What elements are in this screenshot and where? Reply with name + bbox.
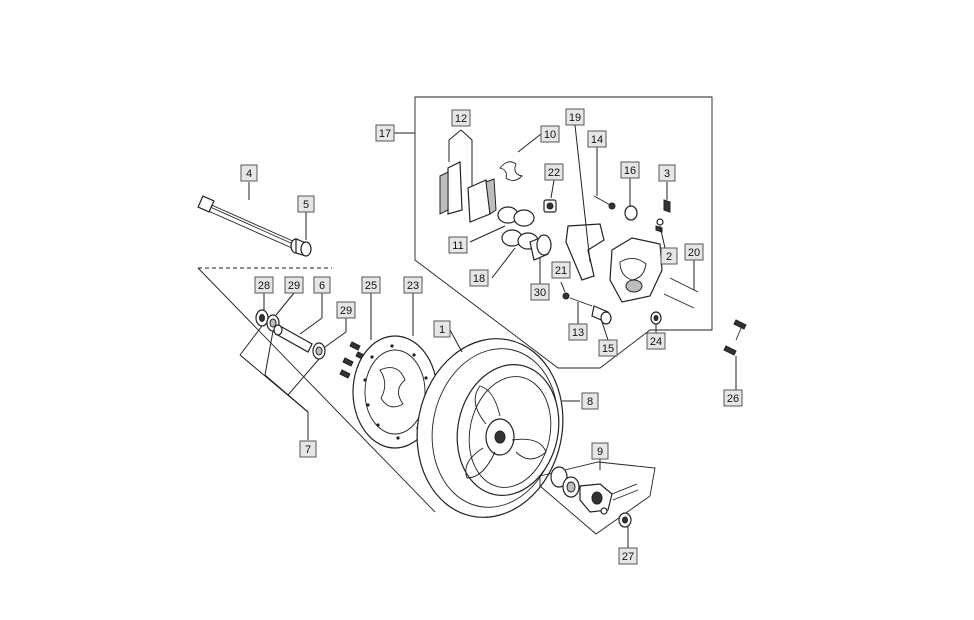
svg-text:8: 8 [587, 396, 593, 408]
callout-19: 19 [565, 108, 585, 126]
svg-text:26: 26 [727, 393, 739, 405]
callout-5: 5 [297, 195, 315, 213]
callout-9: 9 [591, 442, 609, 460]
svg-text:28: 28 [258, 280, 270, 292]
svg-text:29: 29 [340, 305, 352, 317]
axle-spacer [290, 238, 312, 257]
callout-13: 13 [568, 323, 588, 341]
svg-text:24: 24 [650, 336, 662, 348]
callout-17: 17 [375, 124, 395, 142]
svg-text:12: 12 [455, 113, 467, 125]
svg-text:1: 1 [439, 324, 445, 336]
callout-29-left: 29 [284, 276, 304, 294]
svg-text:11: 11 [452, 240, 463, 252]
callout-4: 4 [240, 164, 258, 182]
callout-29-right: 29 [336, 301, 356, 319]
svg-text:2: 2 [666, 251, 672, 263]
callout-20: 20 [684, 243, 704, 261]
svg-text:27: 27 [622, 551, 634, 563]
svg-text:5: 5 [303, 199, 309, 211]
leader-lines [239, 124, 737, 548]
callout-30: 30 [530, 283, 550, 301]
axle-nut [618, 512, 632, 528]
bearing-29-right [312, 342, 326, 360]
callout-25: 25 [361, 276, 381, 294]
bolt-15 [591, 305, 612, 325]
pin-13 [569, 297, 593, 307]
nut-24 [650, 311, 662, 325]
brake-disc [352, 335, 438, 449]
bleed-bolts [723, 319, 747, 356]
svg-text:10: 10 [544, 129, 556, 141]
svg-text:30: 30 [534, 287, 546, 299]
callout-23: 23 [403, 276, 423, 294]
svg-text:29: 29 [288, 280, 300, 292]
callout-8: 8 [581, 392, 599, 410]
callout-2: 2 [660, 247, 678, 265]
svg-text:3: 3 [664, 168, 670, 180]
washer-21 [562, 292, 570, 300]
callout-18: 18 [469, 269, 489, 287]
brake-pads [439, 161, 497, 223]
caliper-bolt-22 [543, 199, 557, 213]
svg-text:15: 15 [602, 343, 614, 355]
caliper-body [609, 237, 663, 303]
svg-text:22: 22 [548, 167, 560, 179]
guide-line-diagonal [197, 267, 436, 513]
svg-text:14: 14 [591, 134, 603, 146]
svg-text:6: 6 [319, 280, 325, 292]
caliper-assembly-outline [414, 96, 713, 369]
svg-text:7: 7 [305, 444, 311, 456]
axle [197, 195, 296, 249]
svg-text:20: 20 [688, 247, 700, 259]
callout-21: 21 [551, 261, 571, 279]
wheel-tire [416, 338, 564, 518]
svg-text:9: 9 [597, 446, 603, 458]
callout-10: 10 [540, 125, 560, 143]
spacer-tube-6 [273, 324, 313, 353]
callout-6: 6 [313, 276, 331, 294]
callout-11: 11 [448, 236, 468, 254]
piston [529, 234, 552, 261]
svg-text:13: 13 [572, 327, 584, 339]
svg-text:19: 19 [569, 112, 581, 124]
svg-text:25: 25 [365, 280, 377, 292]
svg-text:18: 18 [473, 273, 485, 285]
callout-14: 14 [587, 130, 607, 148]
speedometer-drive [539, 461, 656, 535]
bearing-28 [255, 309, 269, 327]
callout-22: 22 [544, 163, 564, 181]
dust-boot [624, 205, 638, 221]
bleed-screw [655, 199, 671, 233]
svg-text:4: 4 [246, 168, 252, 180]
callout-24: 24 [646, 332, 666, 350]
callout-3: 3 [658, 164, 676, 182]
callout-12: 12 [451, 109, 471, 127]
callout-26: 26 [723, 389, 743, 407]
callout-28: 28 [254, 276, 274, 294]
svg-text:23: 23 [407, 280, 419, 292]
svg-text:16: 16 [624, 165, 636, 177]
callout-1: 1 [433, 320, 451, 338]
slide-pin [593, 195, 616, 210]
guide-pins [663, 277, 699, 309]
caliper-bracket [565, 223, 605, 281]
callout-16: 16 [620, 161, 640, 179]
callout-27: 27 [618, 547, 638, 565]
svg-text:21: 21 [555, 265, 567, 277]
callout-7: 7 [299, 440, 317, 458]
pad-spring [499, 161, 523, 181]
callout-15: 15 [598, 339, 618, 357]
piston-seals [497, 206, 539, 250]
svg-text:17: 17 [379, 128, 391, 140]
